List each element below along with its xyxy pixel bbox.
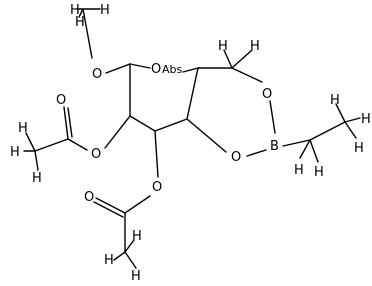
atom-h-ethyl-ch3-1: H <box>330 93 340 108</box>
bond-c1-o5 <box>129 63 151 69</box>
atom-h-ch3-bottom-1: H <box>104 253 114 268</box>
bond-c2-c3 <box>129 115 156 132</box>
bond-ch3-h-a <box>335 103 346 123</box>
bond-ch3-h-a-left <box>25 132 36 152</box>
atom-o-acetate-bottom-ester: O <box>152 180 162 195</box>
atom-h-ch3-left-2: H <box>10 145 20 160</box>
atom-o-acetate-top-ester: O <box>91 147 101 162</box>
bond-c6-o <box>231 67 263 83</box>
bond-carbonyl-co-1 <box>63 106 69 140</box>
atom-o-acetate-top-carbonyl: O <box>56 93 66 108</box>
bond-o-c4 <box>186 118 227 153</box>
atom-h-ch3-bottom-2: H <box>131 269 141 284</box>
atom-h-ethyl-ch2-2: H <box>314 165 324 180</box>
bond-ch2-h-b <box>309 139 319 163</box>
bond-ch3-h-bottom-a <box>113 251 126 261</box>
bond-c-h-methyl-a <box>78 8 84 18</box>
bond-ch3-h-c <box>344 121 357 139</box>
atom-h-methyl-top-3: H <box>100 3 110 18</box>
atom-h-ethyl-ch3-3: H <box>354 141 364 156</box>
atom-h-ch2-2: H <box>250 39 260 54</box>
atom-h-ch3-bottom-3: H <box>132 229 142 244</box>
atom-h-ethyl-ch3-2: H <box>361 112 371 127</box>
atom-o-dioxaborinane-bottom: O <box>231 150 241 165</box>
atom-o-dioxaborinane-top: O <box>262 87 272 102</box>
bond-b-o <box>246 149 267 157</box>
atom-o-acetate-bottom-carbonyl: O <box>84 190 94 205</box>
bond-c6-h2 <box>231 49 253 69</box>
bond-ch3-h-c-left <box>34 150 39 171</box>
bond-c2-o <box>104 115 131 149</box>
bond-ch2-h-a <box>299 139 311 159</box>
stereo-abs-label: Abs <box>162 63 183 76</box>
bond-ch3-h-b <box>344 117 361 123</box>
bond-c3-o <box>154 130 159 178</box>
bonds <box>23 8 361 269</box>
bond-o-b <box>269 100 276 134</box>
bond-carbonyl-ch3 <box>34 138 69 152</box>
bond-carbonyl-co-bottom-1 <box>95 197 126 214</box>
bond-ch2-ch3 <box>309 121 346 141</box>
bond-c3-c4 <box>154 118 188 132</box>
bond-carbonyl-co-2 <box>67 107 73 138</box>
bond-c4-c5 <box>186 67 199 120</box>
bond-ch3-h-bottom-b <box>124 251 137 269</box>
bond-ch3-h-bottom-c <box>124 239 135 253</box>
atom-h-ethyl-ch2-1: H <box>294 163 304 178</box>
bond-b-ch2 <box>282 139 311 147</box>
bond-o-carbonyl-c <box>67 138 88 151</box>
atom-boron: B <box>270 139 279 154</box>
atom-o-ring: O <box>151 62 161 77</box>
atom-labels: H H H O O Abs H H O B O H H H H H O O H … <box>10 3 371 284</box>
atom-h-ch2-1: H <box>218 39 228 54</box>
bond-methyl-o <box>82 8 93 59</box>
bond-o-c1 <box>105 63 131 74</box>
bond-o-carbonyl-c-bottom <box>124 195 151 214</box>
bond-o5-c5 <box>182 67 199 73</box>
atom-h-ch3-left-3: H <box>32 171 42 186</box>
bond-carbonyl-co-bottom-2 <box>93 201 124 218</box>
bond-c6-h1 <box>223 49 233 69</box>
atom-o-methoxy: O <box>92 67 102 82</box>
atom-h-methyl-top-1: H <box>70 3 80 18</box>
atom-h-ch3-left-1: H <box>18 121 28 136</box>
atom-h-methyl-top-2: H <box>75 15 85 30</box>
